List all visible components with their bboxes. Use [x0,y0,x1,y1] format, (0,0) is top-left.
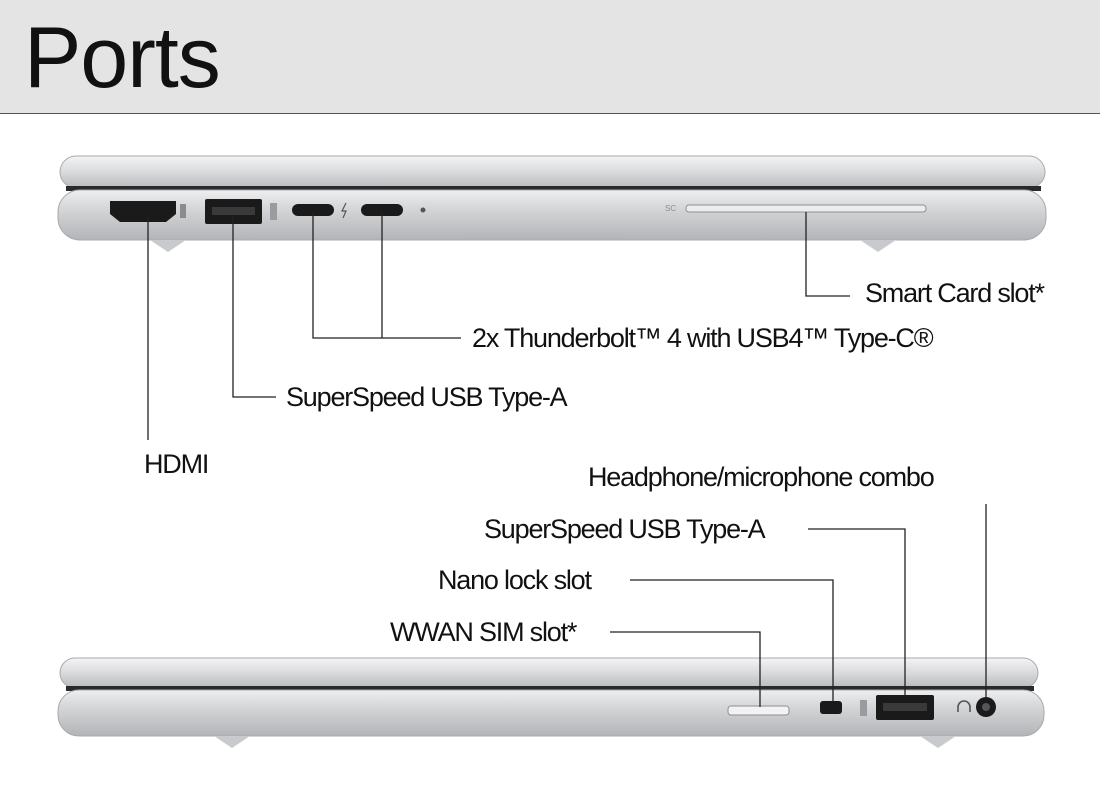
label-usb-a-left: SuperSpeed USB Type-A [286,382,568,412]
base-right [57,689,1045,737]
foot-right-1 [214,736,250,748]
base-left [57,189,1047,241]
leader-smart-card [805,212,850,297]
leader-wwan-sim [610,631,761,707]
thunderbolt-icon [341,202,347,219]
header-banner: Ports [0,0,1100,114]
ss-logo-mark-left [270,203,277,220]
laptop-left-side [57,155,1047,252]
label-usb-a-right: SuperSpeed USB Type-A [484,514,766,544]
foot-left-1 [150,240,186,252]
thunderbolt-port-2 [361,204,403,216]
usb-a-tongue-left [212,207,255,215]
sc-marking: SC [665,204,676,213]
usb-a-tongue-right [883,703,927,711]
label-nano-lock: Nano lock slot [438,565,592,595]
audio-jack-inner [982,703,990,711]
leader-usb-a-right [808,528,906,697]
foot-left-2 [860,240,896,252]
label-wwan-sim: WWAN SIM slot* [390,617,577,647]
thunderbolt-port-1 [292,204,334,216]
hdmi-logo-mark [180,204,186,218]
vent-grille [469,233,621,239]
lid-seam-left [66,186,1041,191]
smart-card-slot [685,204,927,213]
foot-right-2 [920,736,956,748]
ss-logo-mark-right [860,700,867,716]
label-smart-card: Smart Card slot* [865,278,1045,308]
leader-nano-lock [630,579,834,702]
lid-right [59,657,1039,689]
lid-left [59,155,1046,189]
leader-lines [147,212,987,707]
label-hdmi: HDMI [144,449,209,479]
wwan-sim-slot [727,705,790,716]
label-headphone: Headphone/microphone combo [588,462,935,492]
nano-lock-slot [820,701,842,714]
laptop-right-side [57,657,1045,748]
hdmi-port [110,201,176,222]
led-indicator [420,207,426,213]
page-title: Ports [24,10,221,106]
lid-seam-right [66,686,1034,691]
headphone-icon [957,700,971,712]
leader-thunderbolt [312,212,461,339]
label-thunderbolt: 2x Thunderbolt™ 4 with USB4™ Type-C® [472,323,934,353]
leader-usb-a-left [232,217,276,398]
